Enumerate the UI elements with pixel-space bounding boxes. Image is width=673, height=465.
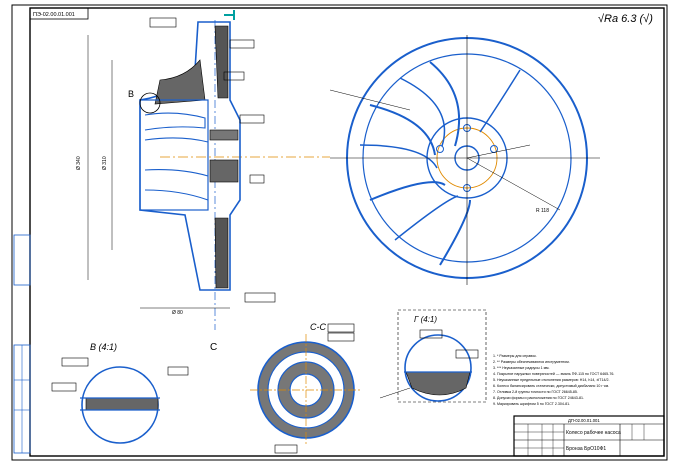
note-3: 3. *** Неуказанные радиусы 1 мм. xyxy=(493,366,550,370)
impeller-front-view: R 118 xyxy=(329,35,600,285)
note-1: 1. * Размеры для справок. xyxy=(493,354,537,358)
corner-label-box: ПЭ-02.00.01.001 xyxy=(29,7,89,20)
technical-notes: 1. * Размеры для справок. 2. ** Размеры … xyxy=(493,354,614,406)
view-g-title: Г (4:1) xyxy=(414,315,437,324)
note-5: 5. Неуказанные предельные отклонения раз… xyxy=(493,378,609,382)
detail-view-b: В (4:1) xyxy=(51,342,189,444)
title-doc-code: ДП-02.00.01.001 xyxy=(568,418,600,423)
note-7: 7. Отливка 2-й группы точности по ГОСТ 2… xyxy=(493,390,578,394)
detail-view-g: Г (4:1) xyxy=(379,309,487,403)
inner-frame xyxy=(29,7,665,457)
dim-left-large: Ø 340 xyxy=(76,156,82,170)
dim-left-mid: Ø 310 xyxy=(102,156,108,170)
section-c-marker: С xyxy=(210,342,217,353)
note-8: 8. Допуски формы и расположения по ГОСТ … xyxy=(493,396,584,400)
note-9: 9. Маркировать шрифтом 5 по ГОСТ 2.304-8… xyxy=(493,402,570,406)
title-material: Бронза БрО10Ф1 xyxy=(566,446,606,452)
note-4: 4. Покрытие наружных поверхностей — эмал… xyxy=(493,372,614,376)
roughness-mark: √Ra 6.3 (√) xyxy=(598,13,653,25)
outer-border xyxy=(11,4,668,461)
note-2: 2. ** Размеры обеспечиваются инструменто… xyxy=(493,360,570,364)
title-part-name: Колесо рабочее насоса xyxy=(566,430,621,436)
main-section-view: В Ø 340 Ø 310 Ø 80 С xyxy=(76,10,330,353)
section-c-title: С-С xyxy=(310,322,326,332)
dim-bottom: Ø 80 xyxy=(172,310,183,316)
corner-label: ПЭ-02.00.01.001 xyxy=(33,12,75,18)
view-b-marker: В xyxy=(128,89,134,99)
left-margin-strips xyxy=(13,234,31,454)
dim-right-radius: R 118 xyxy=(536,208,549,214)
section-c-view: С-С xyxy=(250,322,362,454)
note-6: 6. Колесо балансировать статически, допу… xyxy=(493,384,609,388)
view-b-title: В (4:1) xyxy=(90,342,117,352)
title-block: ДП-02.00.01.001 Колесо рабочее насоса Бр… xyxy=(513,415,665,457)
